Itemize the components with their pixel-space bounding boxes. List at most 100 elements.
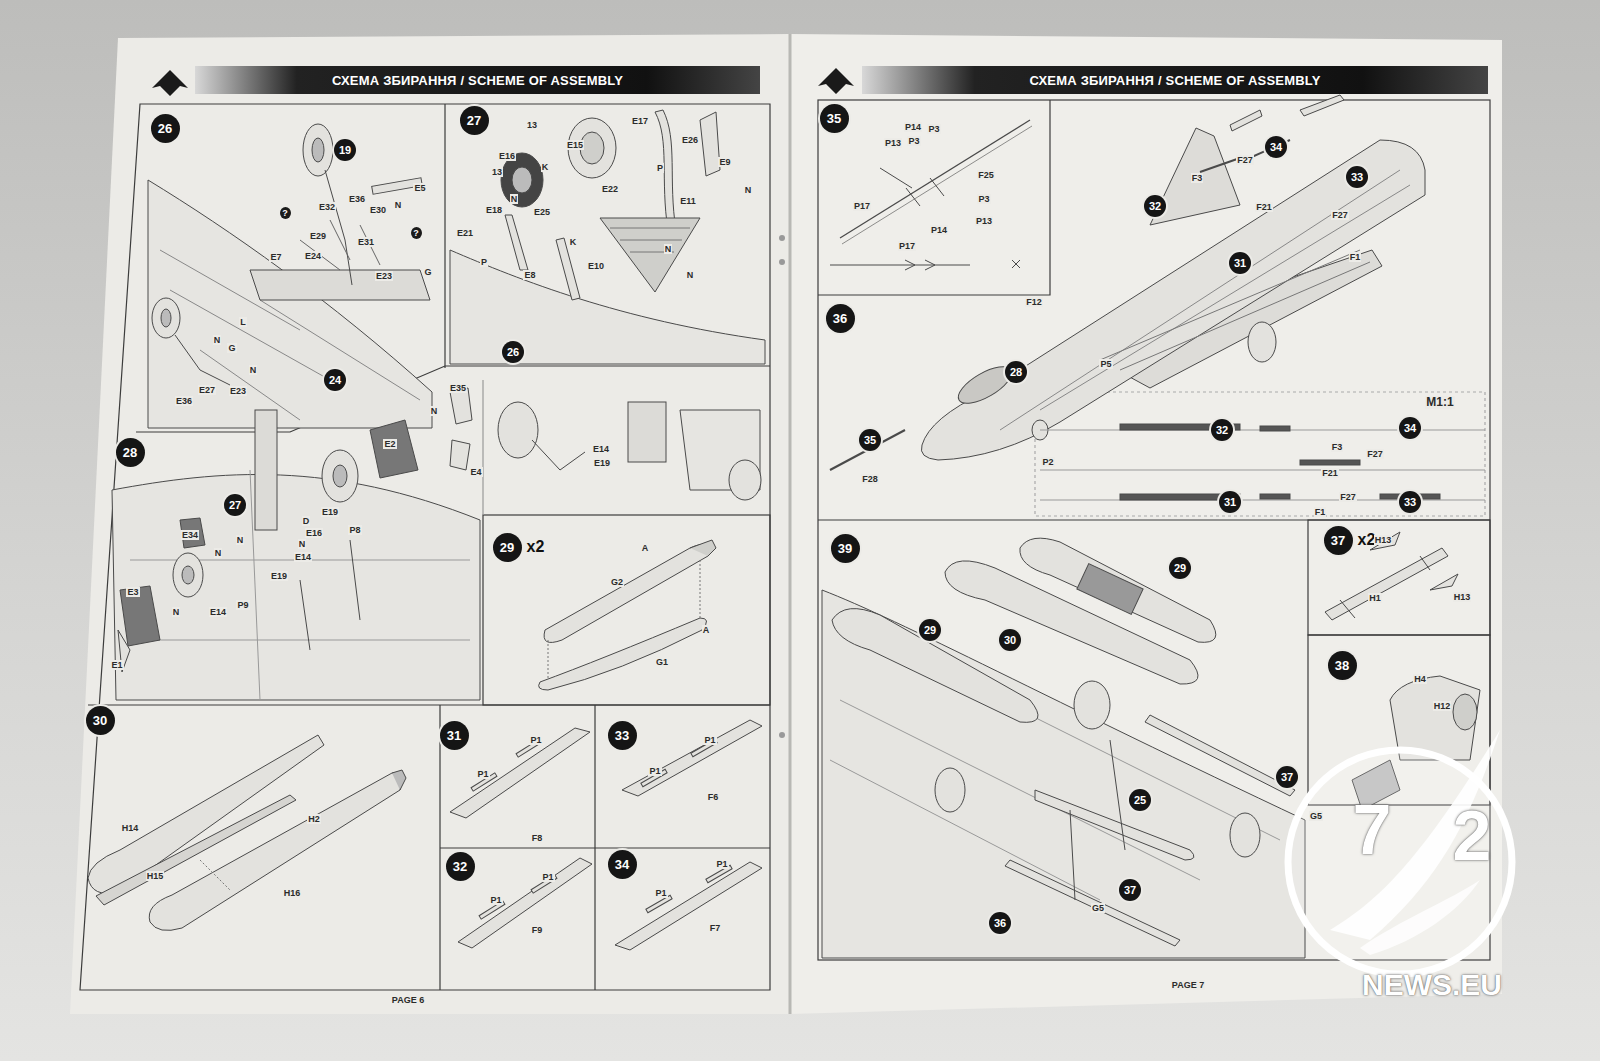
step-panel: 30 bbox=[80, 705, 440, 990]
callout-number: 29 bbox=[1174, 562, 1186, 574]
quantity-mark: x2 bbox=[527, 538, 545, 556]
part-label: N bbox=[249, 365, 258, 375]
part-label: P1 bbox=[476, 769, 489, 779]
panel-frames bbox=[818, 100, 1490, 960]
part-label: P8 bbox=[348, 525, 361, 535]
callout-circle: 28 bbox=[1005, 361, 1027, 383]
query-mark: ? bbox=[280, 207, 291, 219]
step-panel: 2827 bbox=[112, 368, 483, 705]
step-panel: 38 bbox=[1308, 635, 1490, 805]
step-number: 35 bbox=[820, 104, 849, 133]
landing-gear-drawing bbox=[148, 124, 432, 428]
part-label: P14 bbox=[904, 122, 922, 132]
part-label: E31 bbox=[357, 237, 375, 247]
part-label: E34 bbox=[181, 530, 199, 540]
part-label: E5 bbox=[413, 183, 426, 193]
step-number: 30 bbox=[86, 706, 115, 735]
part-label: K bbox=[569, 237, 578, 247]
part-label: F3 bbox=[1331, 442, 1344, 452]
part-label: E15 bbox=[566, 140, 584, 150]
part-label: F7 bbox=[709, 923, 722, 933]
step-number: 27 bbox=[460, 106, 489, 135]
callout-circle: 37 bbox=[1276, 766, 1298, 788]
part-label: F8 bbox=[531, 833, 544, 843]
part-label: F27 bbox=[1339, 492, 1357, 502]
part-label: E23 bbox=[229, 386, 247, 396]
part-label: P1 bbox=[703, 735, 716, 745]
step-panel: 31 bbox=[440, 705, 595, 848]
header-title: СХЕМА ЗБИРАННЯ / SCHEME OF ASSEMBLY bbox=[332, 73, 623, 88]
part-label: L bbox=[239, 317, 247, 327]
query-mark: ? bbox=[411, 227, 422, 239]
part-label: PAGE 7 bbox=[1171, 980, 1205, 990]
part-label: P1 bbox=[715, 859, 728, 869]
callout-number: 36 bbox=[994, 917, 1006, 929]
part-label: E19 bbox=[321, 507, 339, 517]
part-label: E14 bbox=[209, 607, 227, 617]
part-label: P1 bbox=[541, 872, 554, 882]
part-label: G bbox=[423, 267, 432, 277]
callout-number: 28 bbox=[1010, 366, 1022, 378]
part-label: D bbox=[302, 516, 311, 526]
part-label: F9 bbox=[531, 925, 544, 935]
step-number: 39 bbox=[831, 534, 860, 563]
part-label: N bbox=[686, 270, 695, 280]
callout-circle: 32 bbox=[1144, 195, 1166, 217]
part-label: H2 bbox=[307, 814, 321, 824]
part-label: E36 bbox=[348, 194, 366, 204]
part-label: F12 bbox=[1025, 297, 1043, 307]
part-label: F1 bbox=[1314, 507, 1327, 517]
callout-number: 24 bbox=[329, 374, 341, 386]
watermark-text: NEWS.EU bbox=[1362, 970, 1502, 1000]
part-label: E7 bbox=[269, 252, 282, 262]
part-label: N bbox=[664, 244, 673, 254]
part-label: H13 bbox=[1374, 535, 1393, 545]
callout-number: 27 bbox=[229, 499, 241, 511]
part-label: N bbox=[430, 406, 439, 416]
part-label: E17 bbox=[631, 116, 649, 126]
part-label: E22 bbox=[601, 184, 619, 194]
callout-number: 37 bbox=[1281, 771, 1293, 783]
callout-circle: 31 bbox=[1229, 252, 1251, 274]
part-label: E14 bbox=[294, 552, 312, 562]
part-label: N bbox=[236, 535, 245, 545]
quantity-mark: x2 bbox=[1358, 531, 1376, 549]
part-label: E19 bbox=[270, 571, 288, 581]
part-label: F3 bbox=[1191, 173, 1204, 183]
callout-circle: 30 bbox=[999, 629, 1021, 651]
part-label: E36 bbox=[175, 396, 193, 406]
callout-number: 35 bbox=[864, 434, 876, 446]
step-panel: 37x2 bbox=[1308, 520, 1490, 635]
part-label: P1 bbox=[529, 735, 542, 745]
part-label: E2 bbox=[383, 439, 396, 449]
part-label: G5 bbox=[1091, 903, 1105, 913]
left-page bbox=[70, 34, 790, 1014]
part-label: E1 bbox=[110, 660, 123, 670]
watermark-text: 7 bbox=[1353, 795, 1392, 865]
part-label: H1 bbox=[1368, 593, 1382, 603]
callout-number: 25 bbox=[1134, 794, 1146, 806]
callout-circle: 24 bbox=[324, 369, 346, 391]
header-band: СХЕМА ЗБИРАННЯ / SCHEME OF ASSEMBLY bbox=[862, 66, 1488, 94]
part-label: P bbox=[480, 257, 488, 267]
callout-number: 37 bbox=[1124, 884, 1136, 896]
step-panel: 27 26 bbox=[445, 106, 770, 366]
part-label: P1 bbox=[654, 888, 667, 898]
callout-number: 34 bbox=[1270, 141, 1282, 153]
drop-tank-drawing bbox=[539, 540, 716, 690]
watermark-logo bbox=[1288, 730, 1512, 974]
callout-circle: 32 bbox=[1211, 419, 1233, 441]
part-label: M1:1 bbox=[1425, 396, 1454, 409]
step-panel: 29x2 bbox=[483, 515, 770, 705]
part-label: A bbox=[641, 543, 650, 553]
gear-doors-drawing bbox=[112, 388, 761, 700]
callout-number: 26 bbox=[507, 346, 519, 358]
part-label: E11 bbox=[679, 196, 697, 206]
part-label: F28 bbox=[861, 474, 879, 484]
part-label: F21 bbox=[1255, 202, 1273, 212]
aircraft-drawing bbox=[830, 95, 1485, 500]
part-label: H14 bbox=[121, 823, 140, 833]
part-label: P bbox=[656, 163, 664, 173]
part-label: F25 bbox=[977, 170, 995, 180]
